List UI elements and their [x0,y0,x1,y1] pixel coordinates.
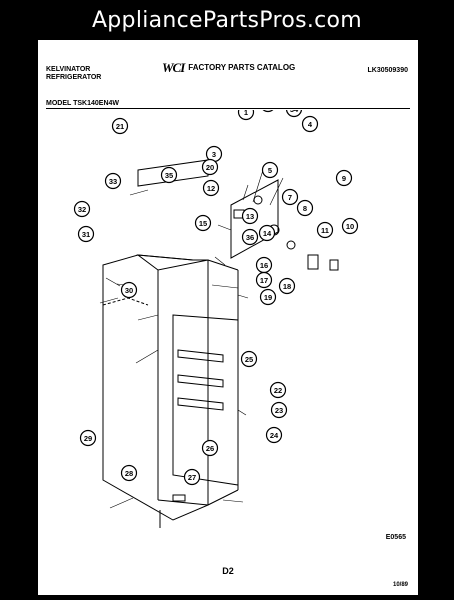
callout-12: 12 [202,179,220,197]
callout-23: 23 [270,401,288,419]
callout-label: 10 [346,222,354,231]
callout-label: 17 [260,276,268,285]
parts-diagram-sheet: KELVINATOR REFRIGERATOR WCI FACTORY PART… [38,40,418,595]
callout-2: 2 [262,110,274,113]
callout-label: 5 [268,166,272,175]
callout-label: 33 [109,177,117,186]
callout-36: 36 [241,228,259,246]
callout-label: 1 [244,110,248,117]
callout-17: 17 [255,271,273,289]
callout-label: 26 [206,444,214,453]
callout-34: 34 [285,110,303,118]
callout-label: 16 [260,261,268,270]
callout-label: 35 [165,171,173,180]
model-number: MODEL TSK140EN4W [46,100,119,107]
callout-label: 34 [290,110,299,114]
document-number: LK30509390 [367,67,408,74]
callout-label: 8 [303,204,307,213]
callout-label: 7 [288,193,292,202]
callout-27: 27 [183,468,201,486]
callout-label: 13 [246,212,254,221]
callout-29: 29 [79,429,97,447]
callout-35: 35 [160,166,178,184]
callout-7: 7 [281,188,299,206]
callout-label: 14 [263,229,272,238]
revision-date: 10/89 [392,582,408,588]
callout-28: 28 [120,464,138,482]
switch-part [307,254,319,270]
callout-layer: 1234567891011121314151617181920212223242… [73,110,359,486]
exploded-view-diagram: 1234567891011121314151617181920212223242… [73,110,359,528]
callout-33: 33 [104,172,122,190]
callout-26: 26 [201,439,219,457]
callout-22: 22 [269,381,287,399]
callout-20: 20 [201,158,219,176]
callout-19: 19 [259,288,277,306]
catalog-title: FACTORY PARTS CATALOG [188,63,296,72]
callout-label: 36 [246,233,254,242]
callout-14: 14 [258,224,276,242]
callout-label: 23 [275,406,283,415]
callout-8: 8 [296,199,314,217]
callout-1: 1 [237,110,255,121]
callout-15: 15 [194,214,212,232]
wci-logo: WCI [162,60,185,75]
callout-label: 19 [264,293,272,302]
callout-21: 21 [111,117,129,135]
callout-5: 5 [261,161,279,179]
callout-label: 28 [125,469,133,478]
callout-label: 11 [321,226,329,235]
callout-31: 31 [77,225,95,243]
header-rule [46,108,410,109]
callout-24: 24 [265,426,283,444]
callout-30: 30 [120,281,138,299]
diagram-code: E0565 [385,534,406,541]
callout-label: 31 [82,230,90,239]
product-type: REFRIGERATOR [46,74,102,81]
callout-label: 22 [274,386,282,395]
callout-label: 3 [212,150,216,159]
catalog-title-block: WCI FACTORY PARTS CATALOG [162,60,296,75]
callout-label: 30 [125,286,133,295]
callout-label: 24 [270,431,279,440]
callout-label: 29 [84,434,92,443]
callout-label: 32 [78,205,86,214]
watermark-text: AppliancePartsPros.com [91,8,363,33]
callout-label: 15 [199,219,207,228]
callout-11: 11 [316,221,334,239]
callout-label: 25 [245,355,253,364]
callout-label: 4 [308,120,313,129]
callout-13: 13 [241,207,259,225]
callout-label: 9 [342,174,346,183]
callout-label: 21 [116,122,124,131]
page-label: D2 [222,566,234,576]
callout-label: 18 [283,282,291,291]
brand-block: KELVINATOR REFRIGERATOR [46,66,101,82]
callout-32: 32 [73,200,91,218]
callout-label: 12 [207,184,215,193]
callout-10: 10 [341,217,359,235]
callout-9: 9 [335,169,353,187]
callout-16: 16 [255,256,273,274]
callout-label: 27 [188,473,196,482]
callout-label: 20 [206,163,214,172]
brand-name: KELVINATOR [46,66,91,73]
callout-25: 25 [240,350,258,368]
callout-4: 4 [301,115,319,133]
callout-18: 18 [278,277,296,295]
